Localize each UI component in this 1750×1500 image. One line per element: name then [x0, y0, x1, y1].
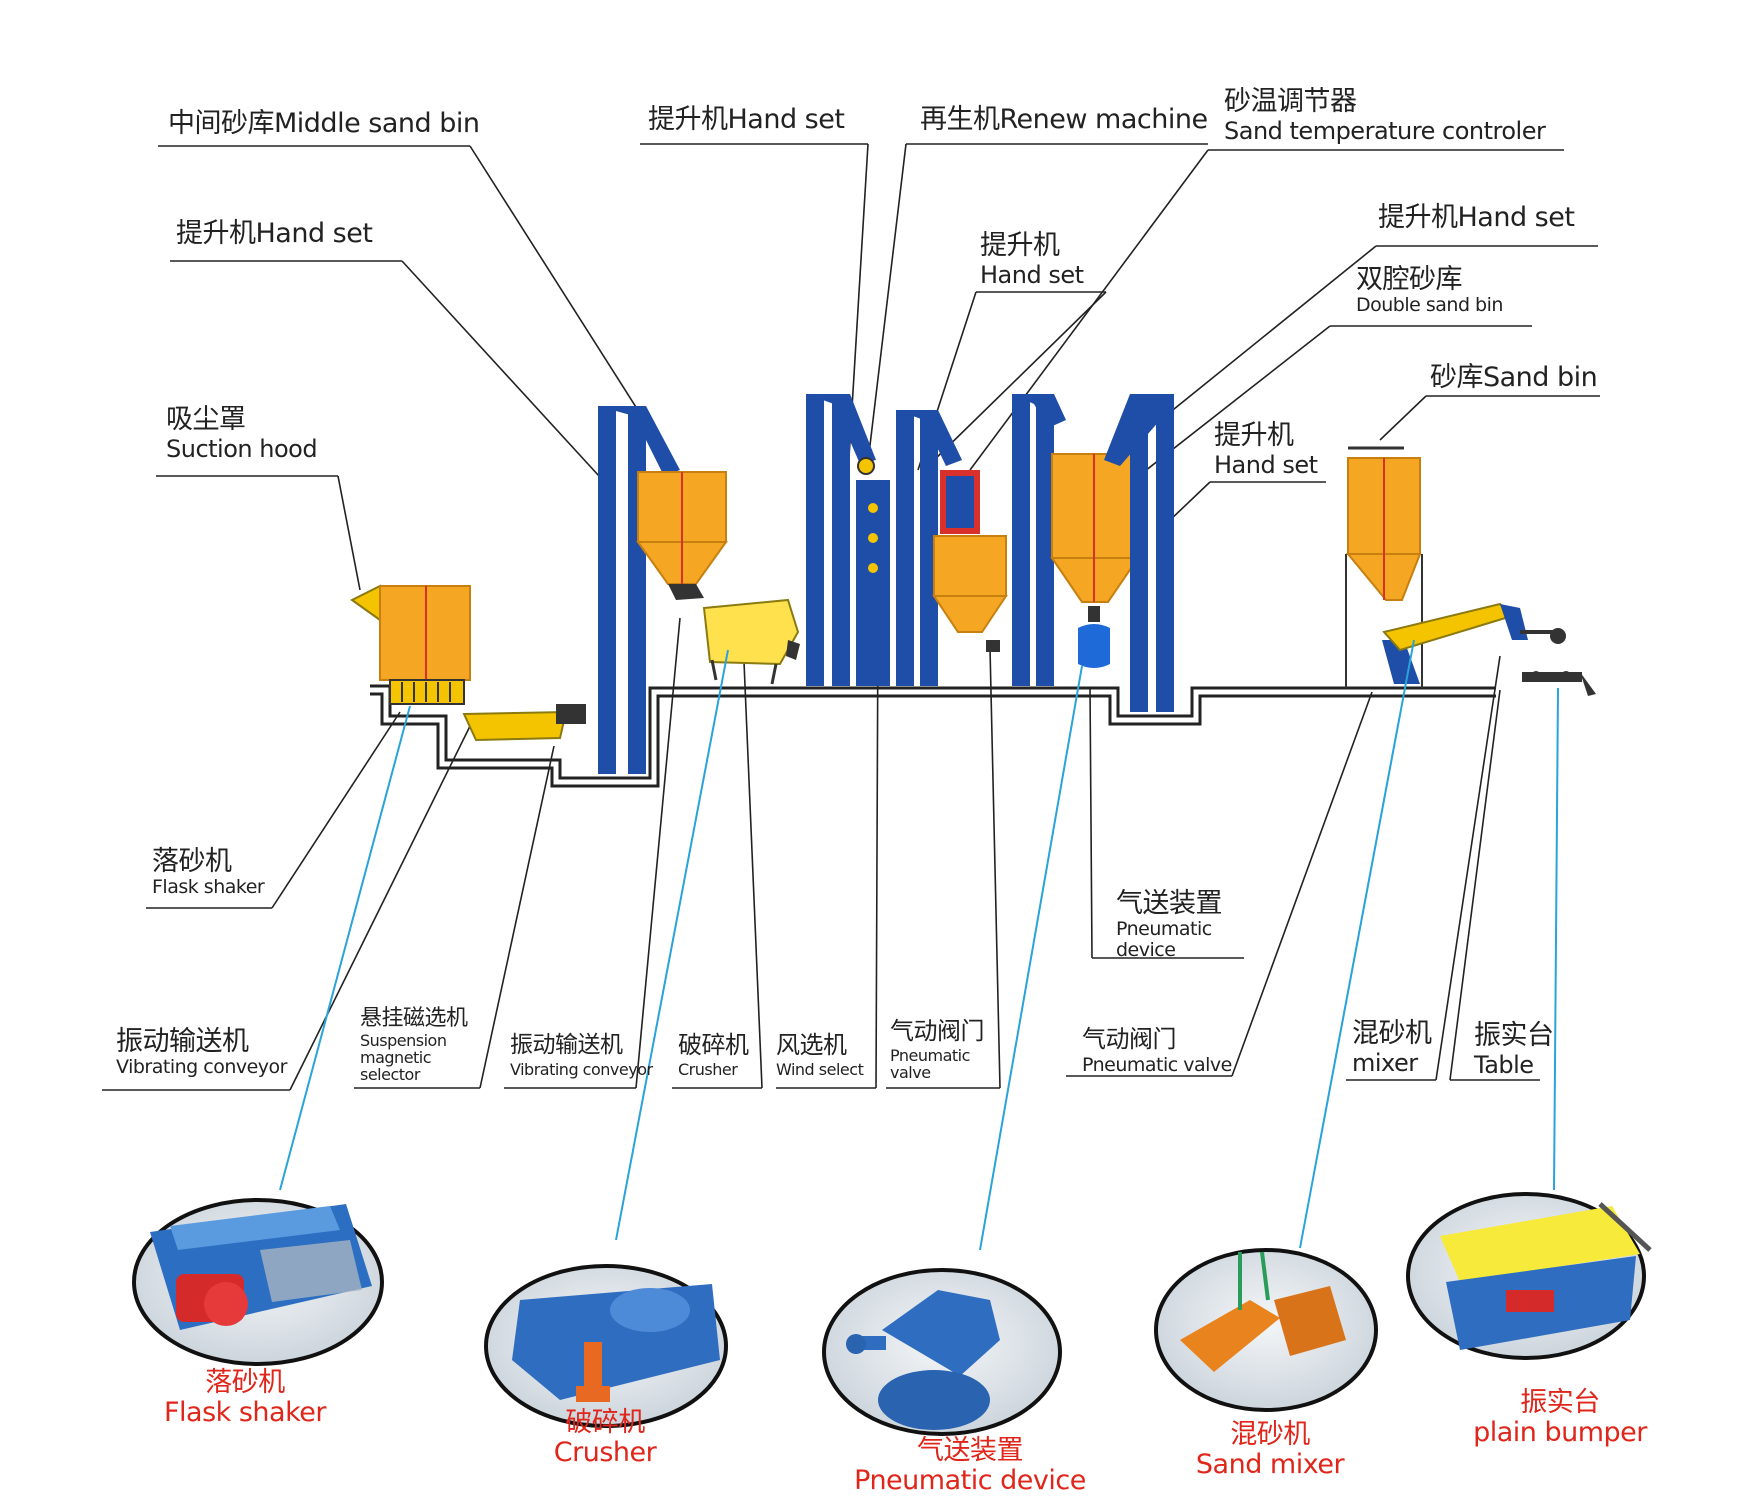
label-suction-hood: 吸尘罩 Suction hood [166, 404, 318, 463]
label-flask-shaker: 落砂机 Flask shaker [152, 846, 265, 898]
label-hand-set-left: 提升机Hand set [176, 218, 373, 249]
label-pneumatic-device: 气送装置 Pneumatic device [1116, 888, 1223, 961]
caption-sand-mixer: 混砂机 Sand mixer [1195, 1419, 1345, 1480]
label-pneumatic-valve-1: 气动阀门 Pneumatic valve [890, 1017, 985, 1082]
photo-pneumatic-device [822, 1268, 1062, 1436]
label-table: 振实台 Table [1474, 1020, 1554, 1079]
label-vibrating-conveyor-2: 振动输送机 Vibrating conveyor [510, 1032, 653, 1079]
leader-lines [102, 143, 1600, 1091]
photo-plain-bumper [1406, 1192, 1652, 1360]
callout-lines [279, 639, 1559, 1251]
label-renew-machine: 再生机Renew machine [920, 104, 1208, 135]
label-double-sand-bin: 双腔砂库 Double sand bin [1356, 264, 1503, 316]
label-vibrating-conveyor-1: 振动输送机 Vibrating conveyor [116, 1026, 287, 1078]
machines [350, 394, 1596, 774]
label-crusher: 破碎机 Crusher [678, 1031, 749, 1079]
caption-pneumatic-device: 气送装置 Pneumatic device [854, 1435, 1086, 1496]
caption-flask-shaker: 落砂机 Flask shaker [164, 1367, 326, 1428]
crusher-machine [702, 598, 800, 685]
photo-flask-shaker [132, 1198, 384, 1366]
label-pneumatic-valve-2: 气动阀门 Pneumatic valve [1082, 1025, 1232, 1076]
label-sand-bin: 砂库Sand bin [1430, 362, 1598, 393]
elevator-4 [1012, 394, 1140, 686]
photo-crusher [484, 1264, 728, 1428]
label-wind-select: 风选机 Wind select [776, 1031, 864, 1079]
elevator-1 [598, 406, 680, 774]
floor-line [370, 684, 1496, 788]
label-suspension-selector: 悬挂磁选机 Suspension magnetic selector [360, 1006, 468, 1084]
label-sand-temperature: 砂温调节器 Sand temperature controler [1224, 86, 1546, 145]
mixer-machine [1382, 602, 1566, 684]
elevator-3 [896, 410, 1008, 686]
caption-plain-bumper: 振实台 plain bumper [1473, 1387, 1647, 1448]
label-hand-set-mid: 提升机 Hand set [980, 230, 1084, 289]
photo-sand-mixer [1154, 1248, 1378, 1412]
table-machine [1522, 671, 1596, 696]
label-hand-set-upper: 提升机Hand set [648, 104, 845, 135]
middle-sand-bin [636, 471, 728, 600]
label-middle-sand-bin: 中间砂库Middle sand bin [168, 108, 480, 139]
caption-crusher: 破碎机 Crusher [553, 1407, 657, 1468]
label-hand-set-lower-right: 提升机 Hand set [1214, 420, 1318, 479]
elevator-2 [806, 394, 890, 686]
sand-bin-right [1345, 446, 1423, 688]
label-hand-set-right-top: 提升机Hand set [1378, 202, 1575, 233]
label-mixer: 混砂机 mixer [1352, 1018, 1432, 1077]
elevator-5 [1104, 394, 1174, 712]
suction-hood-machine [350, 584, 471, 705]
vibrating-conveyor-machine [462, 704, 586, 742]
